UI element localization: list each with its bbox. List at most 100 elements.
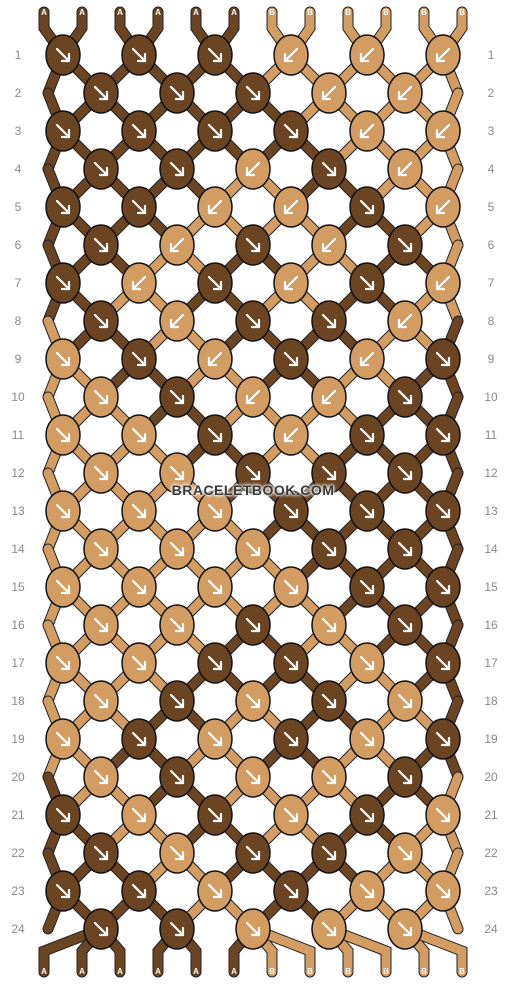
row-number-right: 14 [484,542,498,556]
arrow-down-right-icon [321,769,337,785]
row-number-left: 1 [15,48,22,62]
arrow-down-right-icon [207,883,223,899]
knot [121,34,157,76]
arrow-down-left-icon [321,85,337,101]
arrow-down-left-icon [169,237,185,253]
knot [273,490,309,532]
arrow-down-right-icon [359,579,375,595]
arrow-down-right-icon [359,807,375,823]
knot [121,490,157,532]
knot [45,642,81,684]
knot [425,566,461,608]
arrow-down-right-icon [131,427,147,443]
bottom-strand-label: B [345,967,351,976]
arrow-down-right-icon [131,351,147,367]
row-number-left: 20 [11,770,25,784]
arrow-down-right-icon [55,579,71,595]
row-number-left: 16 [11,618,25,632]
knot [273,414,309,456]
arrow-down-left-icon [359,47,375,63]
row-number-right: 22 [484,846,498,860]
knot [45,870,81,912]
arrow-down-right-icon [169,161,185,177]
knot [425,642,461,684]
knot [197,262,233,304]
knot [159,452,195,494]
knot [235,908,271,950]
knot [121,338,157,380]
knot [349,870,385,912]
arrow-down-right-icon [435,655,451,671]
arrow-down-right-icon [245,693,261,709]
watermark: BRACELETBOOK.COM [171,482,335,498]
knot [197,338,233,380]
arrow-down-right-icon [397,921,413,937]
knot [425,794,461,836]
row-number-left: 9 [15,352,22,366]
knot [159,604,195,646]
knot [45,490,81,532]
arrow-down-right-icon [321,465,337,481]
arrow-down-right-icon [397,693,413,709]
arrow-down-right-icon [131,199,147,215]
arrow-down-left-icon [245,161,261,177]
arrow-down-right-icon [245,237,261,253]
knot [121,642,157,684]
arrow-down-right-icon [131,123,147,139]
knot [349,794,385,836]
arrow-down-right-icon [131,807,147,823]
knot [121,414,157,456]
arrow-down-right-icon [321,541,337,557]
arrow-down-right-icon [359,883,375,899]
knot [159,680,195,722]
row-number-right: 24 [484,922,498,936]
knot [273,262,309,304]
row-number-left: 21 [11,808,25,822]
knot [235,832,271,874]
knot [311,224,347,266]
row-number-left: 6 [15,238,22,252]
knot [425,870,461,912]
knot [45,414,81,456]
knot [197,34,233,76]
arrow-down-right-icon [55,275,71,291]
knot [83,300,119,342]
knot [235,528,271,570]
arrow-down-right-icon [55,731,71,747]
knot [121,186,157,228]
bottom-strand-label: A [155,967,161,976]
knot [159,832,195,874]
arrow-down-right-icon [131,655,147,671]
knot [349,186,385,228]
arrow-down-right-icon [321,693,337,709]
arrow-down-right-icon [169,465,185,481]
arrow-down-right-icon [93,85,109,101]
knots [45,34,461,950]
knot [387,756,423,798]
knot [121,870,157,912]
arrow-down-right-icon [93,389,109,405]
arrow-down-right-icon [435,351,451,367]
arrow-down-right-icon [93,541,109,557]
row-number-left: 19 [11,732,25,746]
knot [83,148,119,190]
knot [121,718,157,760]
arrow-down-left-icon [283,275,299,291]
row-number-left: 8 [15,314,22,328]
row-number-right: 21 [484,808,498,822]
bottom-strand-label: A [231,967,237,976]
arrow-down-right-icon [397,845,413,861]
top-strand-label: B [269,8,275,17]
row-number-left: 15 [11,580,25,594]
arrow-down-right-icon [359,427,375,443]
knot [425,186,461,228]
arrow-down-left-icon [321,389,337,405]
arrow-down-right-icon [55,655,71,671]
arrow-down-right-icon [169,845,185,861]
arrow-down-right-icon [397,541,413,557]
arrow-down-left-icon [169,313,185,329]
arrow-down-right-icon [283,351,299,367]
arrow-down-right-icon [207,503,223,519]
row-number-right: 13 [484,504,498,518]
